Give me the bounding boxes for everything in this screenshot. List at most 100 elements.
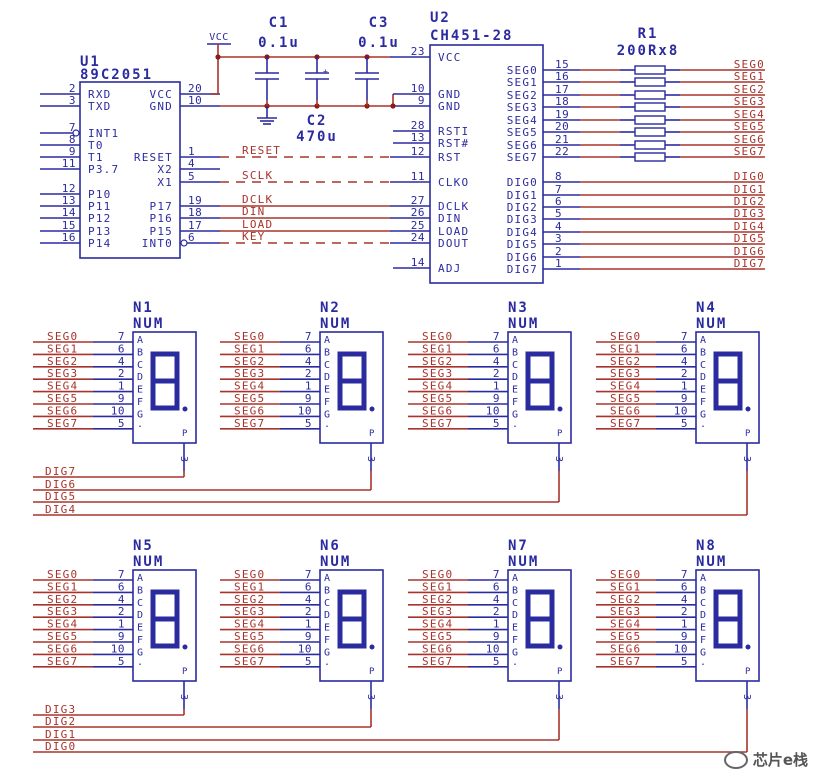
segment-pin-number: 2 [118, 367, 125, 380]
net-label-dig5: DIG5 [45, 490, 76, 503]
segment-letter: C [324, 598, 330, 609]
display-n7-part: NUM [508, 554, 539, 570]
segment-pin-number: 5 [493, 417, 500, 430]
u2-pin-number: 27 [411, 194, 425, 207]
net-label-seg: SEG5 [610, 630, 641, 643]
net-label-seg: SEG2 [422, 593, 453, 606]
u2-body [429, 44, 544, 284]
u2-pin-number: 6 [555, 195, 562, 208]
segment-letter: C [324, 360, 330, 371]
segment-pin-number: 9 [493, 630, 500, 643]
u2-pin-name: SEG7 [507, 151, 538, 164]
u2-pin-number: 5 [555, 207, 562, 220]
u1-pin-name: P13 [88, 225, 111, 238]
u1-pin-number: 19 [188, 194, 202, 207]
net-label-seg: SEG7 [47, 417, 78, 430]
net-label-dig4: DIG4 [45, 503, 76, 516]
display-n1-ref: N1 [133, 300, 154, 316]
seven-segment-glyph [713, 351, 743, 411]
u1-pin-name: RXD [88, 88, 111, 101]
segment-pin-number: 7 [493, 568, 500, 581]
segment-pin-number: 5 [305, 655, 312, 668]
net-label-seg: SEG7 [610, 655, 641, 668]
common-pin-number: 3 [553, 694, 564, 700]
net-label-seg: SEG0 [610, 330, 641, 343]
segment-pin-number: 5 [305, 417, 312, 430]
u2-pin-name: DIG4 [507, 226, 538, 239]
u1-pin-number: 7 [69, 121, 76, 134]
segment-letter: D [512, 610, 518, 621]
u1-pin-name: P16 [150, 212, 173, 225]
segment-pin-number: 6 [681, 580, 688, 593]
segment-pin-number: 9 [681, 630, 688, 643]
segment-pin-number: 7 [681, 568, 688, 581]
segment-letter: E [700, 385, 706, 396]
segment-letter: E [512, 385, 518, 396]
segment-letter: F [512, 397, 518, 408]
segment-letter: C [700, 598, 706, 609]
common-pin-number: 3 [178, 456, 189, 462]
u2-pin-number: 14 [411, 256, 425, 269]
net-label-seg: SEG3 [47, 605, 78, 618]
net-label-seg: SEG5 [47, 392, 78, 405]
segment-letter: F [700, 635, 706, 646]
u2-pin-number: 26 [411, 206, 425, 219]
segment-pin-number: 1 [493, 380, 500, 393]
u1-pin-name: INT1 [88, 127, 119, 140]
cap-ref-c1: C1 [269, 15, 290, 31]
dp-label: P [369, 429, 375, 439]
segment-pin-number: 2 [305, 367, 312, 380]
junction-dot [215, 54, 221, 60]
net-label-seg: SEG5 [422, 392, 453, 405]
net-label-seg: SEG3 [422, 367, 453, 380]
u1-pin-name: VCC [150, 88, 173, 101]
net-label-seg7: SEG7 [734, 145, 765, 158]
resistor-icon [634, 140, 666, 150]
segment-pin-number: 4 [493, 593, 500, 606]
resistor-icon [634, 65, 666, 75]
wechat-icon [723, 750, 748, 769]
segment-letter: A [700, 335, 706, 346]
u2-pin-name: SEG0 [507, 64, 538, 77]
resistor-icon [634, 77, 666, 87]
net-label-seg3: SEG3 [734, 95, 765, 108]
u1-pin-name: P11 [88, 200, 111, 213]
net-label-seg: SEG6 [234, 642, 265, 655]
segment-letter: D [137, 610, 143, 621]
segment-letter: D [700, 610, 706, 621]
u1-pin-name: X2 [157, 163, 173, 176]
u1-pin-name: P14 [88, 237, 111, 250]
net-label-seg: SEG0 [422, 568, 453, 581]
net-label-dig7: DIG7 [734, 257, 765, 270]
u2-pin-number: 4 [555, 220, 562, 233]
net-label-seg: SEG0 [422, 330, 453, 343]
u1-pin-number: 20 [188, 82, 202, 95]
u2-pin-name: GND [438, 100, 461, 113]
segment-letter: A [137, 573, 143, 584]
net-label-seg: SEG1 [47, 342, 78, 355]
net-label-seg: SEG1 [234, 342, 265, 355]
segment-letter: D [700, 372, 706, 383]
u2-pin-number: 23 [411, 45, 425, 58]
net-label-seg: SEG4 [422, 380, 453, 393]
segment-letter: B [512, 347, 518, 358]
display-n3-body [507, 331, 572, 444]
segment-pin-number: 4 [118, 355, 125, 368]
u2-ref: U2 [430, 10, 451, 26]
u2-pin-name: SEG1 [507, 76, 538, 89]
u1-pin-number: 13 [62, 194, 76, 207]
u2-pin-name: DIG7 [507, 263, 538, 276]
u2-pin-number: 21 [555, 133, 569, 146]
segment-pin-number: 2 [118, 605, 125, 618]
net-label-seg: SEG3 [234, 605, 265, 618]
u2-pin-number: 12 [411, 145, 425, 158]
decimal-point [557, 644, 563, 650]
seven-segment-glyph [525, 589, 555, 649]
net-label-key: KEY [242, 230, 265, 243]
segment-pin-number: 7 [118, 330, 125, 343]
net-label-din: DIN [242, 205, 265, 218]
segment-pin-number: 1 [305, 618, 312, 631]
u2-pin-name: RST [438, 151, 461, 164]
u1-pin-name: P10 [88, 188, 111, 201]
u2-pin-name: SEG4 [507, 114, 538, 127]
